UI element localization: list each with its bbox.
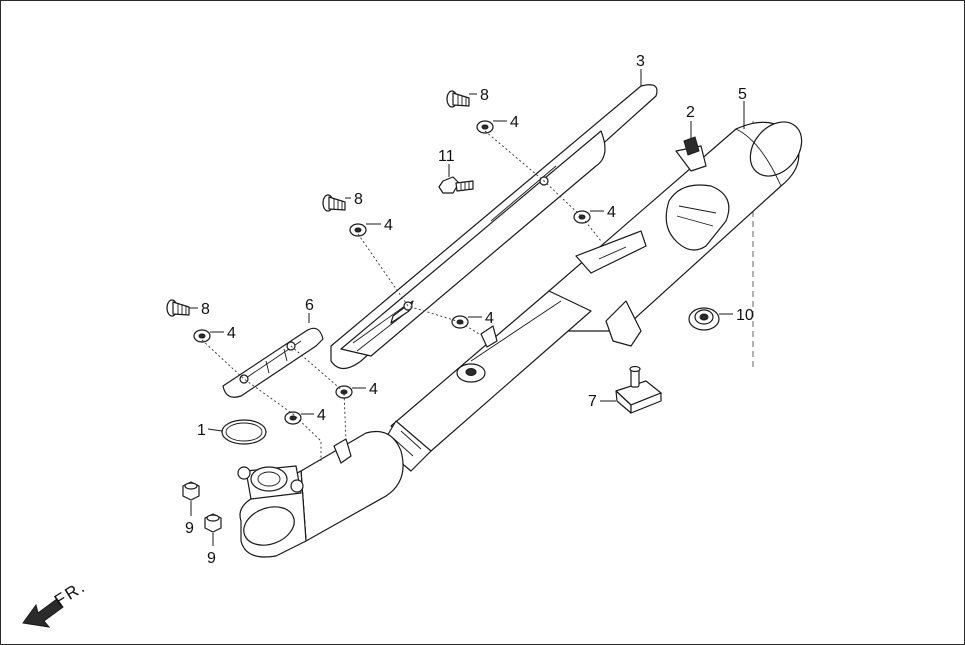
callout-4: 4 <box>510 114 519 131</box>
grommet-7 <box>284 411 302 425</box>
grommet-4 <box>451 315 469 329</box>
callout-4: 4 <box>227 325 236 342</box>
callout-6: 6 <box>305 297 314 314</box>
nut-9-lower <box>204 513 222 533</box>
bolt-8-middle <box>322 194 346 212</box>
grommet-3 <box>573 210 591 224</box>
callout-5: 5 <box>738 86 747 103</box>
callout-7: 7 <box>588 393 597 410</box>
callout-4: 4 <box>384 217 393 234</box>
callout-8: 8 <box>480 87 489 104</box>
bolt-11 <box>438 176 474 194</box>
callout-8: 8 <box>354 191 363 208</box>
grommet-2 <box>349 223 367 237</box>
callout-9: 9 <box>185 520 194 537</box>
callout-10: 10 <box>736 307 754 324</box>
callout-11: 11 <box>438 148 455 165</box>
assembly-line <box>290 345 347 442</box>
front-direction-indicator: FR. <box>22 577 89 628</box>
callout-4: 4 <box>485 310 494 327</box>
callout-4: 4 <box>369 381 378 398</box>
gasket-ring <box>221 419 267 445</box>
bolt-8-top <box>446 90 470 108</box>
front-label: FR. <box>51 577 89 611</box>
rubber-mount <box>615 365 662 414</box>
bolt-8-lower <box>166 299 190 317</box>
exhaust-header-bend <box>237 465 307 558</box>
grommet-5 <box>193 329 211 343</box>
callout-8: 8 <box>201 301 210 318</box>
nut-9-upper <box>182 481 200 501</box>
callout-4: 4 <box>607 204 616 221</box>
callout-9: 9 <box>207 550 216 567</box>
assembly-line <box>357 233 480 335</box>
flange-nut <box>688 307 720 331</box>
assembly-line <box>201 339 322 461</box>
assembly-line <box>484 130 602 242</box>
arrow-icon <box>22 598 64 628</box>
heat-shield-small <box>222 327 324 398</box>
callout-4: 4 <box>317 407 326 424</box>
callout-2: 2 <box>686 104 695 121</box>
grommet-6 <box>335 385 353 399</box>
callout-1: 1 <box>197 422 206 439</box>
heat-shield-long <box>330 84 658 370</box>
callout-3: 3 <box>636 53 645 70</box>
grommet-1 <box>476 120 494 134</box>
